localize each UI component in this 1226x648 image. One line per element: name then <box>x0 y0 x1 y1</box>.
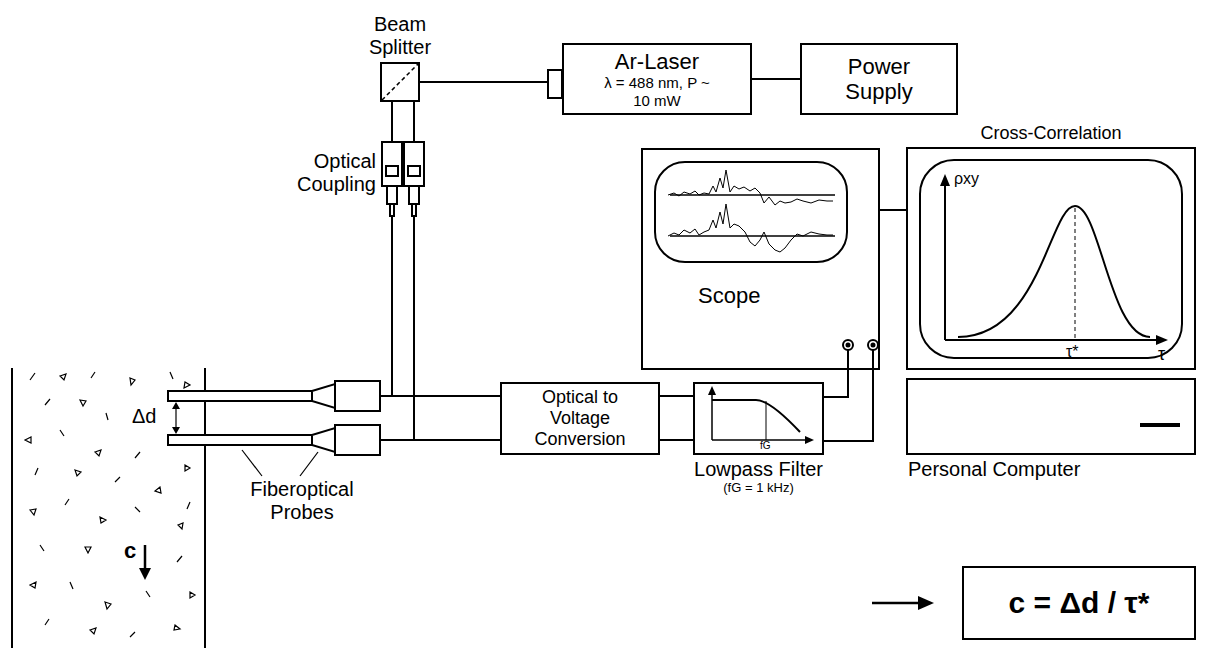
splitter-mirror <box>382 64 418 100</box>
beam-splitter: Beam Splitter <box>380 62 420 102</box>
caption-group: Personal Computer <box>908 458 1080 481</box>
spacing-arrow <box>172 402 180 434</box>
node-text: Beam Splitter <box>354 13 446 59</box>
fiber-lines <box>380 102 500 440</box>
connector-line <box>660 395 693 397</box>
node-text: λ = 488 nm, P ~ 10 mW <box>602 74 712 109</box>
laser-box: Ar-Laserλ = 488 nm, P ~ 10 mW <box>562 43 752 115</box>
node-text: Ar-Laser <box>615 49 699 74</box>
monitor-box: Cross-Correlation <box>906 147 1196 370</box>
vessel <box>12 368 205 648</box>
formula-box: c = Δd / τ* <box>962 566 1196 640</box>
filter-box: Lowpass Filter(fG = 1 kHz) <box>693 382 824 455</box>
scope-box: Scope <box>641 148 880 370</box>
connector-line <box>880 209 906 211</box>
computer-box: Personal Computer <box>906 378 1196 455</box>
drive-slot <box>1140 423 1180 427</box>
connector-line <box>752 78 800 80</box>
part-label: Optical Coupling <box>282 150 376 196</box>
correlation-plot <box>920 160 1182 358</box>
velocity-label: c <box>124 538 136 563</box>
box-content: Ar-Laserλ = 488 nm, P ~ 10 mW <box>564 45 750 113</box>
power-supply-box: Power Supply <box>800 43 958 115</box>
leader-line <box>242 450 318 476</box>
laser-aperture <box>548 70 562 98</box>
box-content: c = Δd / τ* <box>964 568 1194 638</box>
box-content: Power Supply <box>802 45 956 113</box>
particles <box>25 372 195 637</box>
axis-label: τ* <box>1066 343 1079 361</box>
node-text: c = Δd / τ* <box>1009 586 1150 621</box>
dimension-label: Δd <box>132 405 156 428</box>
axis-label: ρxy <box>954 170 979 188</box>
connector-line <box>660 439 693 441</box>
fiberoptical-probe <box>168 381 380 455</box>
scope-screen <box>655 162 847 262</box>
node-text: Power Supply <box>834 54 924 105</box>
node-text: Cross-Correlation <box>980 123 1121 144</box>
input-jack <box>843 340 878 370</box>
velocity-arrow <box>139 545 151 580</box>
part-label: Fiberoptical Probes <box>232 478 372 524</box>
result-arrow <box>872 596 934 610</box>
axis-label: τ <box>1158 344 1165 365</box>
node-text: Personal Computer <box>908 458 1080 481</box>
node-text: Optical to Voltage Conversion <box>528 387 632 449</box>
box-content: Optical to Voltage Conversion <box>502 384 658 453</box>
optical-coupling <box>382 142 424 216</box>
axis-label: fG <box>760 441 771 451</box>
node-text: (fG = 1 kHz) <box>694 481 823 496</box>
connector-line <box>420 81 562 83</box>
connector-line <box>824 370 848 397</box>
filter-curve <box>708 386 814 444</box>
converter-box: Optical to Voltage Conversion <box>500 382 660 455</box>
connector-line <box>824 370 873 441</box>
node-text: Scope <box>698 283 760 308</box>
node-text: Lowpass Filter <box>694 458 823 481</box>
caption-group: Lowpass Filter(fG = 1 kHz) <box>694 458 823 496</box>
